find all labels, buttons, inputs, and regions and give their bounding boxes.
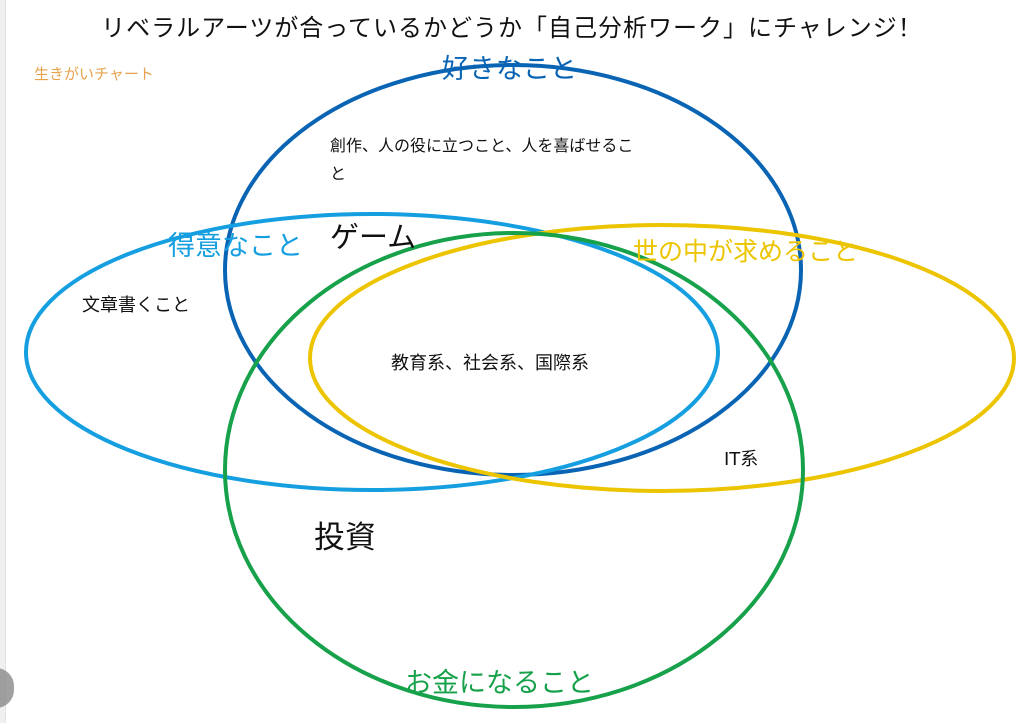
scroll-handle[interactable]: [0, 668, 14, 708]
note-good-at-item: 文章書くこと: [82, 295, 190, 316]
circle-good-at: [24, 212, 720, 492]
note-game: ゲーム: [330, 220, 417, 254]
note-it: IT系: [724, 449, 759, 470]
note-like-line1: 創作、人の役に立つこと、人を喜ばせるこ: [330, 136, 634, 155]
note-invest: 投資: [314, 520, 376, 556]
chart-subtitle: 生きがいチャート: [34, 65, 154, 83]
label-paid-for: お金になること: [405, 668, 594, 699]
circle-paid-for: [223, 231, 805, 709]
page-title: リベラルアーツが合っているかどうか「自己分析ワーク」にチャレンジ！: [101, 14, 923, 42]
note-center: 教育系、社会系、国際系: [391, 353, 589, 374]
label-world-needs: 世の中が求めること: [633, 237, 859, 266]
label-like: 好きなこと: [442, 54, 577, 85]
circle-like: [223, 63, 803, 477]
label-good-at: 得意なこと: [168, 231, 303, 262]
left-edge-strip: [0, 0, 6, 723]
note-like-line2: と: [330, 164, 347, 183]
circle-world-needs: [308, 223, 1016, 493]
